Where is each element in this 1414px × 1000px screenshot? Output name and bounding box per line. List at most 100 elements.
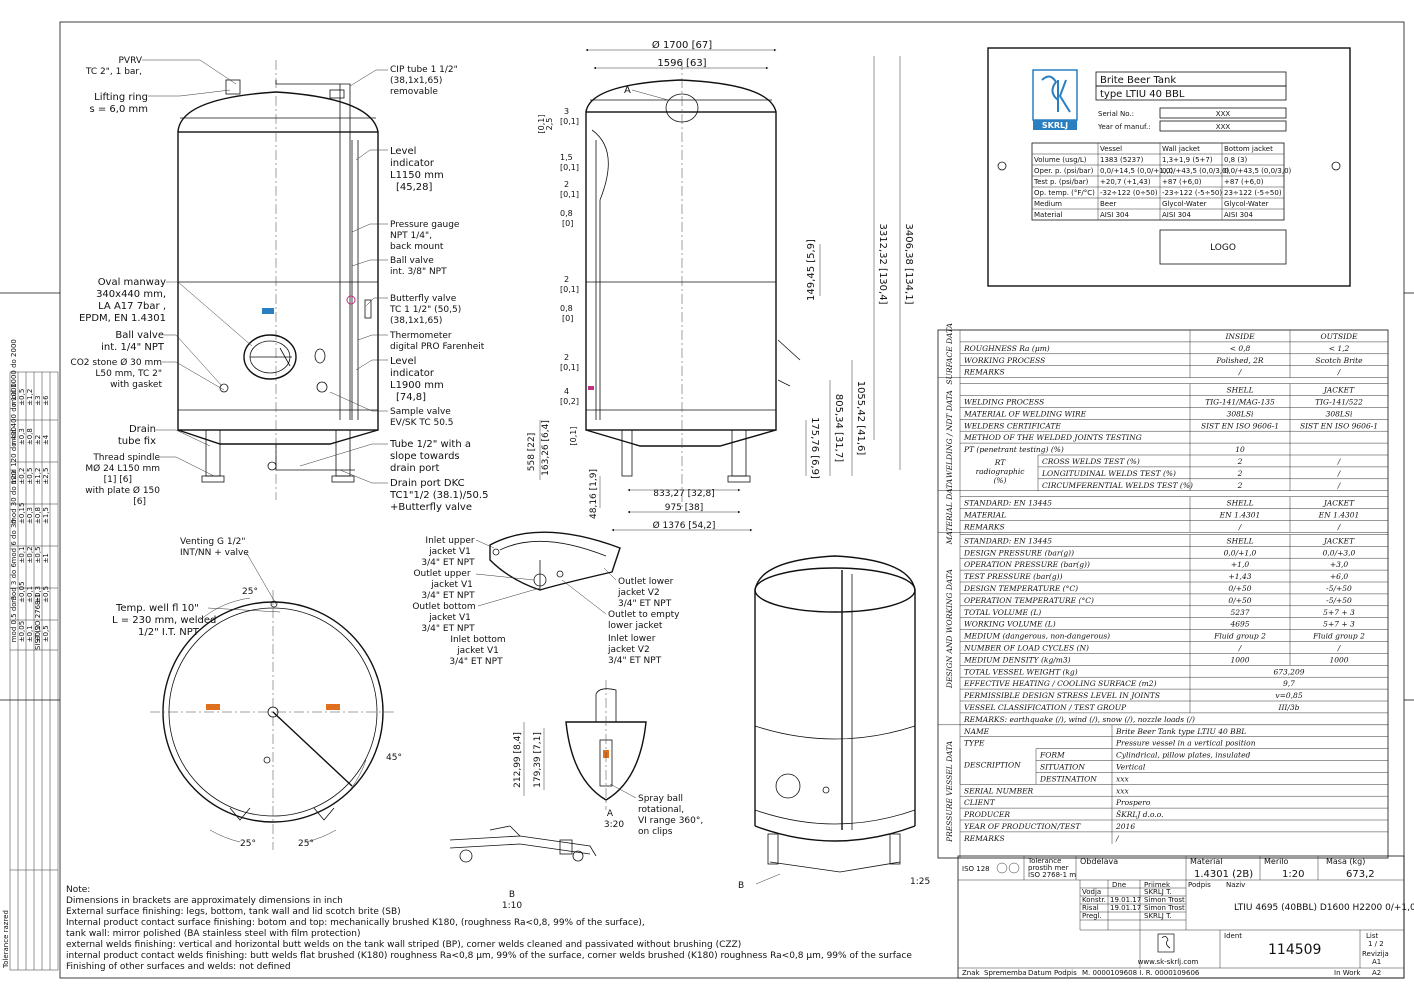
spec-value: 0,0/+3,0 <box>1323 548 1356 557</box>
skrlj-logo-icon: SKRLJ <box>1032 69 1078 130</box>
svg-text:3312,32 [130,4]: 3312,32 [130,4] <box>877 224 888 305</box>
spec-section-title: DESIGN AND WORKING DATA <box>945 569 954 690</box>
nameplate-cell: +20,7 (+1,43) <box>1100 178 1151 186</box>
tolerance-cell: ±1,2 <box>34 468 42 485</box>
spec-value: 308LSi <box>1227 409 1254 418</box>
spec-label: FORM <box>1039 751 1065 760</box>
title-row-date: 19.01.17 <box>1110 896 1141 904</box>
svg-text:[0]: [0] <box>562 314 573 323</box>
nameplate-cell: Beer <box>1100 200 1116 208</box>
tolerance-cell: ±0,15 <box>18 503 26 524</box>
spec-label: MATERIAL <box>963 511 1006 520</box>
tolerance-cell: ±0,1 <box>26 586 34 603</box>
nameplate-cell: +87 (+6,0) <box>1162 178 1202 186</box>
svg-text:[0,2]: [0,2] <box>560 397 579 406</box>
nameplate-cell: -23÷122 (-5÷50) <box>1162 189 1222 197</box>
tolerance-cell: ±0,05 <box>18 621 26 642</box>
title-row-name: Simon Trost <box>1144 904 1185 912</box>
svg-text:Material: Material <box>1190 857 1223 866</box>
svg-text:type LTIU 40 BBL: type LTIU 40 BBL <box>1100 89 1185 100</box>
spec-label: NAME <box>963 727 990 736</box>
spec-label: TYPE <box>964 739 985 748</box>
svg-text:48,16 [1,9]: 48,16 [1,9] <box>589 469 599 519</box>
nameplate-cell: Material <box>1034 211 1062 219</box>
nameplate-cell: 0,0/+43,5 (0,0/3,0) <box>1224 167 1292 175</box>
nameplate-cell: Op. temp. (°F/°C) <box>1034 189 1095 197</box>
svg-text:SKRLJ: SKRLJ <box>1042 121 1068 130</box>
svg-text:149,45 [5,9]: 149,45 [5,9] <box>806 239 817 301</box>
spec-value: +1,0 <box>1231 560 1249 569</box>
section-view-tank <box>585 60 801 510</box>
svg-text:Ø 1376 [54,2]: Ø 1376 [54,2] <box>653 520 716 531</box>
spec-value: +1,43 <box>1229 572 1252 581</box>
tolerance-cell: mod 6 do 30 <box>10 519 18 563</box>
nameplate-cell: Glycol-Water <box>1162 200 1207 208</box>
spec-label: STANDARD: EN 13445 <box>964 536 1052 545</box>
spec-label: TEST PRESSURE (bar(g)) <box>964 572 1063 581</box>
tolerance-cell: ±1,2 <box>26 389 34 406</box>
tolerance-cell: ±0,3 <box>34 586 42 603</box>
svg-text:Serial No.:: Serial No.: <box>1098 110 1134 118</box>
spec-value: v=0,85 <box>1275 691 1302 700</box>
spec-value: EN 1.4301 <box>1318 511 1360 520</box>
svg-text:[0,1]: [0,1] <box>569 427 578 446</box>
svg-text:3: 3 <box>564 107 569 116</box>
tolerance-title: Tolerance razred <box>2 910 10 969</box>
spec-value: +3,0 <box>1330 560 1348 569</box>
spec-label: MEDIUM DENSITY (kg/m3) <box>963 655 1071 664</box>
svg-text:Ident: Ident <box>1224 932 1242 940</box>
spec-label: MATERIAL OF WELDING WIRE <box>963 409 1087 418</box>
svg-text:1.4301 (2B): 1.4301 (2B) <box>1194 869 1253 880</box>
spec-value: Pressure vessel in a vertical position <box>1115 739 1256 748</box>
svg-text:833,27 [32,8]: 833,27 [32,8] <box>653 489 714 499</box>
tolerance-cell: ±0,5 <box>42 586 50 603</box>
spec-value: Fluid group 2 <box>1213 632 1266 641</box>
spec-label: TOTAL VESSEL WEIGHT (kg) <box>964 667 1078 676</box>
svg-text:Year of manuf.:: Year of manuf.: <box>1097 123 1151 131</box>
spec-value: 673,209 <box>1273 667 1304 676</box>
spec-value: / <box>1337 469 1342 478</box>
svg-text:[0,1]: [0,1] <box>560 363 579 372</box>
spec-label: DESIGN PRESSURE (bar(g)) <box>963 548 1074 557</box>
tolerance-cell: ±2 <box>34 435 42 445</box>
spec-label: PT (penetrant testing) (%) <box>963 445 1064 454</box>
spec-section-title: PRESSURE VESSEL DATA <box>945 740 954 843</box>
spec-label: REMARKS <box>963 523 1005 532</box>
spec-value: +6,0 <box>1330 572 1348 581</box>
svg-text:2: 2 <box>564 353 569 362</box>
nameplate: SKRLJ Brite Beer Tank type LTIU 40 BBL S… <box>987 47 1351 287</box>
spec-value: OUTSIDE <box>1320 332 1358 341</box>
tolerance-standard: SIST ISO 2768-1 <box>34 594 42 651</box>
nameplate-cell: 0,0/+14,5 (0,0/+1,0) <box>1100 167 1173 175</box>
spec-label: OPERATION TEMPERATURE (°C) <box>964 596 1094 605</box>
svg-text:B1:10: B1:10 <box>502 890 522 911</box>
svg-text:Ø 1700 [67]: Ø 1700 [67] <box>652 39 712 51</box>
spec-value: < 1,2 <box>1329 344 1350 353</box>
spec-label: PRODUCER <box>963 810 1010 819</box>
spec-label: WORKING VOLUME (L) <box>964 620 1056 629</box>
svg-text:LTIU 4695 (40BBL) D1600 H2200: LTIU 4695 (40BBL) D1600 H2200 0/+1,0 <box>1234 903 1414 913</box>
svg-text:Brite Beer Tank: Brite Beer Tank <box>1100 75 1176 86</box>
spec-value: 5+7 + 3 <box>1323 620 1355 629</box>
svg-text:A2: A2 <box>1372 969 1381 977</box>
isometric-view: B 1:25 <box>738 555 930 891</box>
svg-text:[0,1]: [0,1] <box>560 117 579 126</box>
svg-text:2: 2 <box>564 275 569 284</box>
spec-value: 0,0/+1,0 <box>1224 548 1257 557</box>
title-row-label: Konstr. <box>1082 896 1106 904</box>
svg-text:25°: 25° <box>298 839 314 849</box>
spec-label: CIRCUMFERENTIAL WELDS TEST (%) <box>1042 481 1193 490</box>
nameplate-cell: -32÷122 (0÷50) <box>1100 189 1158 197</box>
